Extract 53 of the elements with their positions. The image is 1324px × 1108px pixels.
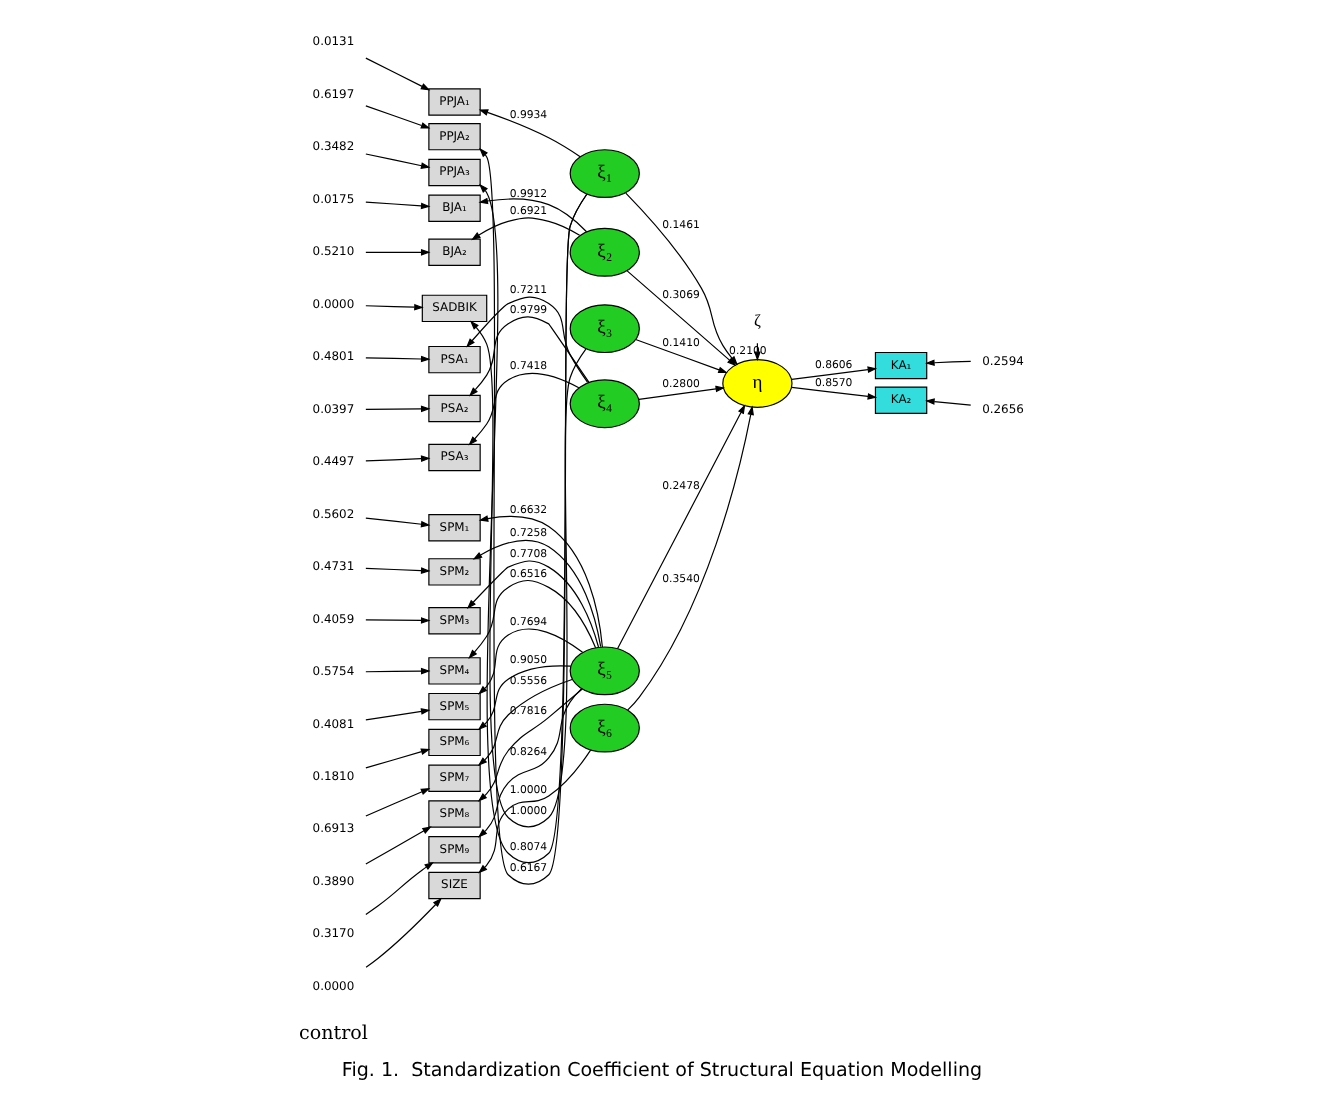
node-ellipse: ξ₂ [569, 227, 640, 277]
arrow [365, 355, 431, 363]
arrow [478, 628, 584, 695]
arrow [472, 539, 602, 648]
caption: Fig. 1. Standardization Coefficient of Structural Equation Modelling [341, 1060, 983, 1083]
arrow [365, 248, 431, 256]
arrow [365, 303, 424, 311]
arrow [365, 617, 431, 624]
node-ellipse: ξ₆ [569, 703, 640, 753]
arrow [627, 405, 754, 711]
arrow [478, 515, 603, 648]
arrow [468, 372, 580, 446]
node-ellipse: ξ₅ [569, 646, 640, 696]
arrow [466, 560, 600, 648]
arrow [365, 517, 431, 528]
node-text: ζ [753, 311, 761, 330]
arrow [365, 667, 431, 675]
arrow [791, 386, 878, 400]
arrow [365, 708, 431, 721]
arrow [365, 57, 431, 91]
arrow [365, 153, 431, 169]
arrow [470, 320, 587, 828]
arrow [365, 201, 431, 210]
arrow [635, 338, 728, 374]
arrow [471, 217, 581, 241]
arrow [617, 404, 746, 649]
arrow [365, 455, 431, 463]
arrow [468, 316, 590, 397]
arrow [478, 197, 588, 233]
arrow [477, 678, 573, 766]
arrow [478, 109, 581, 158]
arrow [365, 105, 431, 129]
arrow [365, 748, 431, 769]
arrow [365, 826, 432, 865]
arrow [468, 579, 597, 659]
arrow [365, 788, 431, 817]
arrow [478, 749, 592, 874]
arrow [477, 665, 572, 731]
arrow [365, 861, 434, 916]
arrow [925, 398, 972, 406]
arrow [638, 385, 726, 400]
arrow [791, 366, 878, 380]
arrow [365, 897, 442, 968]
node-ellipse: ξ₃ [569, 304, 640, 354]
arrow [477, 688, 583, 802]
node-ellipse: ξ₁ [569, 149, 640, 199]
arrow [365, 405, 431, 413]
arrow [477, 687, 583, 838]
arrow [925, 359, 972, 367]
arrow [365, 567, 431, 574]
node-ellipse: ξ₄ [569, 379, 640, 429]
label: control [299, 1023, 368, 1046]
arrow [466, 296, 589, 384]
